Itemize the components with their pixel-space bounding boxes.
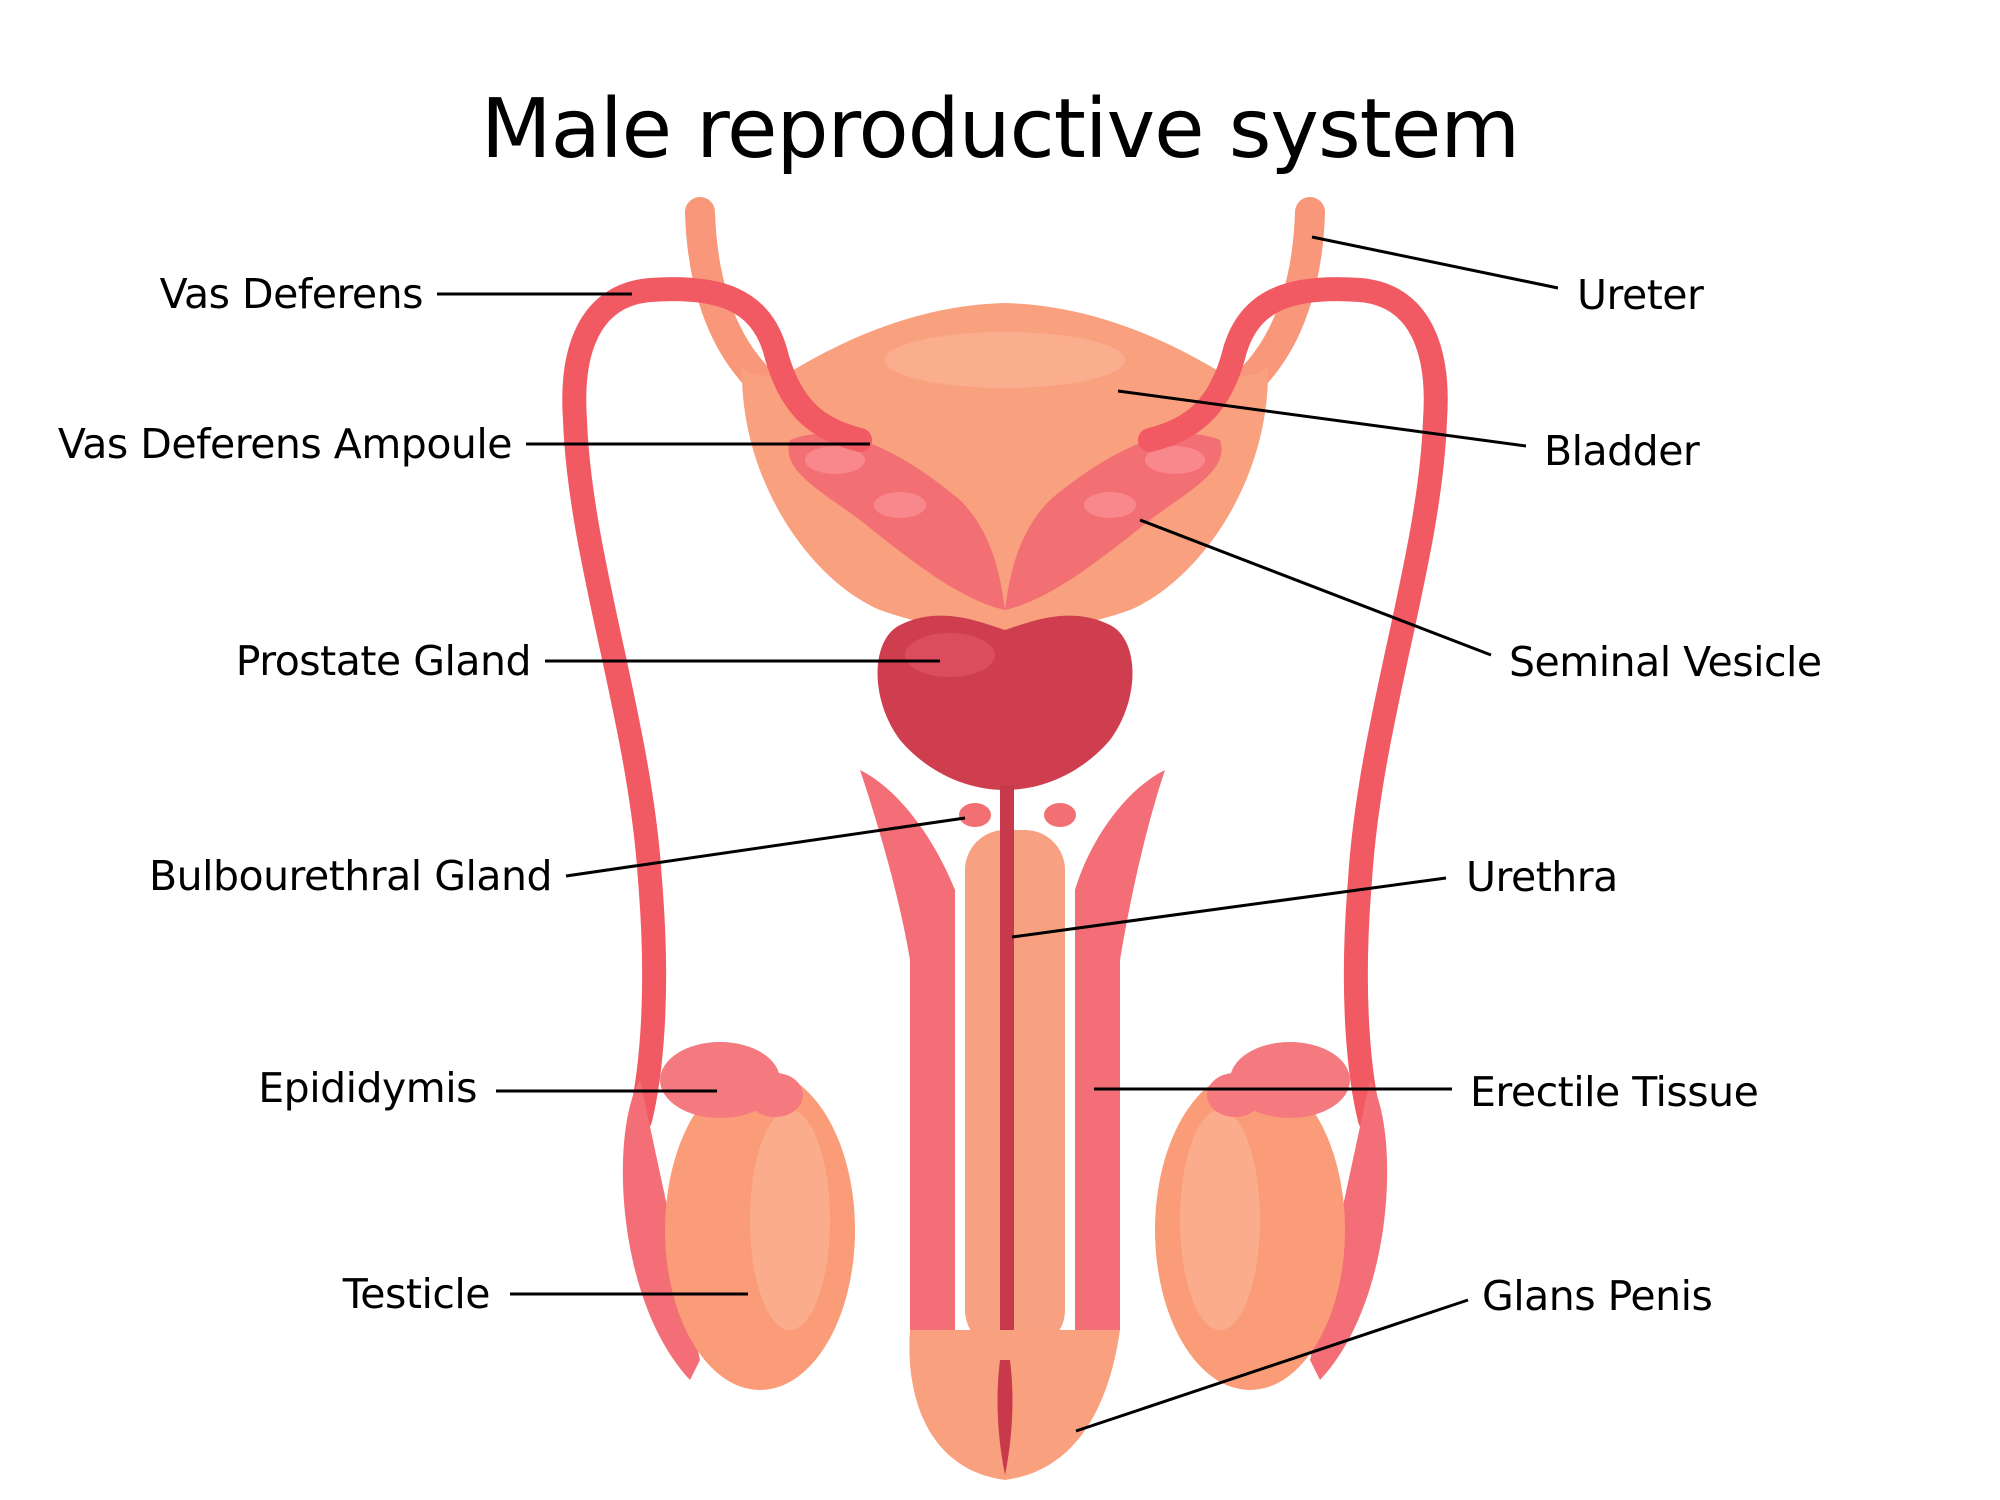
erectile-tissue-left [860,770,955,1330]
vas-deferens-left [562,277,872,1132]
prostate-shape [877,615,1133,790]
label-bladder: Bladder [1544,427,1700,475]
label-bulbourethral-gland: Bulbourethral Gland [148,852,553,900]
leader-lines [437,235,1559,1433]
label-vas-deferens-ampoule: Vas Deferens Ampoule [57,420,513,468]
corpus-spongiosum [965,830,1065,1350]
seminal-vesicle-right [1005,433,1222,610]
label-erectile-tissue: Erectile Tissue [1470,1068,1759,1116]
label-urethra: Urethra [1466,853,1618,901]
label-testicle: Testicle [342,1270,491,1318]
seminal-vesicle-left [788,433,1005,610]
leader-urethra [1011,876,1447,939]
label-epididymis: Epididymis [258,1064,477,1112]
label-seminal-vesicle: Seminal Vesicle [1509,638,1822,686]
label-vas-deferens: Vas Deferens [159,270,424,318]
bulbourethral-glands [959,803,1076,827]
glans-shape [909,1330,1120,1480]
vas-deferens-right [1138,277,1448,1132]
diagram-title: Male reproductive system [480,82,1520,177]
testicle-left [622,1042,855,1390]
label-ureter: Ureter [1577,271,1704,319]
testicle-right [1155,1042,1388,1390]
leader-ureter [1311,235,1559,290]
bladder-shape [741,303,1269,630]
label-glans-penis: Glans Penis [1482,1272,1713,1320]
erectile-tissue-right [1075,770,1165,1330]
label-prostate-gland: Prostate Gland [235,637,532,685]
leader-seminal-vesicle [1139,518,1492,657]
leader-bulbourethral-gland [565,816,966,878]
leader-glans-penis [1075,1298,1469,1433]
leader-bladder [1117,389,1527,448]
